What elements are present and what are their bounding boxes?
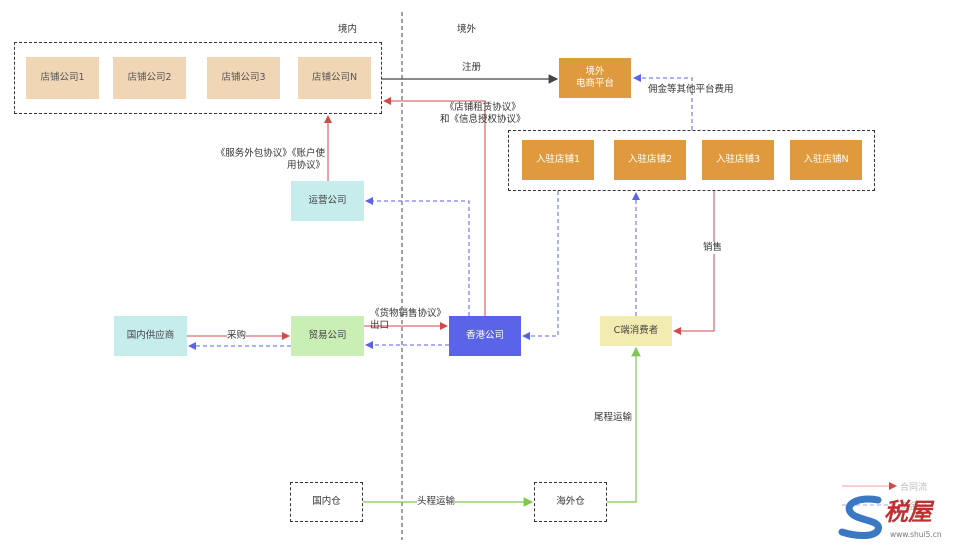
operating-company: 运营公司 [291,181,364,221]
watermark-brand: 税屋 [884,497,932,526]
region-overseas-label: 境外 [457,24,477,35]
shop-company-n: 店铺公司N [298,57,371,99]
domestic-supplier: 国内供应商 [114,316,187,356]
shop-company-3: 店铺公司3 [207,57,280,99]
purchase-label: 采购 [227,330,247,342]
legend-contract-label: 合同流 [900,483,928,493]
overseas-warehouse: 海外仓 [534,482,607,522]
legend-capital-label: 资金流 [900,502,928,512]
watermark-url: www.shui5.cn [890,530,942,539]
store-1: 入驻店铺1 [522,140,594,180]
last-mile-label: 尾程运输 [594,412,633,424]
store-2: 入驻店铺2 [614,140,686,180]
lease-label: 《店铺租赁协议》 和《信息授权协议》 [440,102,526,125]
commission-arrow [633,74,693,130]
commission-label: 佣金等其他平台费用 [648,84,734,95]
lease-arrow [383,97,486,316]
first-leg-label: 头程运输 [417,496,456,508]
hk-to-operator-arrow [365,197,470,316]
goods-sale-label: 《货物销售协议》 出口 [370,308,447,331]
service-label: 《服务外包协议》《账户使 用协议》 [215,148,325,171]
overseas-stores-group [508,130,875,191]
hk-company: 香港公司 [449,316,521,356]
sales-arrow [673,191,715,335]
domestic-shops-group [14,42,382,114]
sales-label: 销售 [703,242,723,254]
shop-company-1: 店铺公司1 [26,57,99,99]
store-3: 入驻店铺3 [702,140,774,180]
trading-company: 贸易公司 [291,316,364,356]
watermark-logo: 税屋 www.shui5.cn [838,490,958,544]
overseas-platform: 境外 电商平台 [559,58,631,98]
region-domestic-label: 境内 [338,24,358,35]
last-mile-arrow [607,346,641,503]
domestic-warehouse: 国内仓 [290,482,363,522]
shop-company-2: 店铺公司2 [113,57,186,99]
store-n: 入驻店铺N [790,140,862,180]
register-label: 注册 [462,62,482,73]
watermark-s-icon [838,495,882,539]
c-end-consumer: C端消费者 [600,316,672,346]
store-to-hk-arrow [522,191,559,340]
